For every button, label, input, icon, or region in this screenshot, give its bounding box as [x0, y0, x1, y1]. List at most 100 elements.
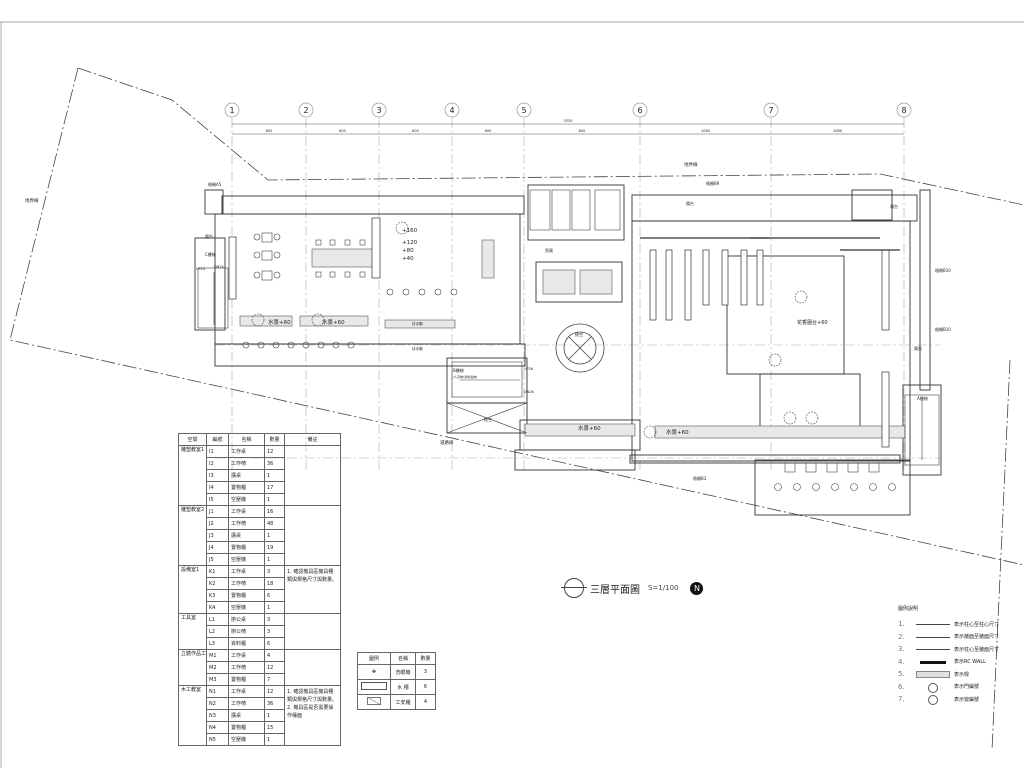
code-cell: M3 [206, 673, 229, 686]
hatched-areas [239, 239, 906, 439]
key-label: 表示牆面至牆面尺寸 [954, 634, 1000, 641]
span-dimension: 600 [485, 129, 492, 133]
name-cell: 辦公桌 [228, 613, 265, 626]
key-title: 圖例說明 [898, 606, 919, 612]
span-dimension: 1080 [701, 129, 710, 133]
code-cell: I2 [206, 457, 229, 470]
key-number: 6. [898, 682, 905, 691]
window-label: 格柵A5 [208, 181, 222, 187]
code-cell: N3 [206, 709, 229, 722]
key-label: 表示樑 [954, 671, 970, 678]
shelf [881, 249, 890, 331]
chair [253, 233, 261, 241]
grid-label: 1 [229, 106, 234, 115]
door-tag-icon [928, 682, 938, 693]
shelf [665, 249, 673, 321]
code-cell: L1 [206, 613, 229, 626]
balcony-label: 陽台 [205, 233, 213, 239]
qty-cell: 1 [264, 601, 285, 614]
code-cell: K1 [206, 565, 229, 578]
grid-bubble [632, 102, 648, 118]
chair [273, 233, 281, 241]
plant-pot [850, 483, 858, 491]
name-cell: 工作桌 [228, 445, 265, 458]
name-cell: 講桌 [228, 469, 265, 482]
key-item: 6.表示門編號 [898, 681, 999, 694]
plan-labels: 格柵A5 格柵B9 格柵B10 格柵B10 格柵B3 陽台 陽台 陽台 陽台 C… [196, 180, 951, 481]
safety-cabinet-icon [367, 697, 381, 705]
grid-bubble [298, 102, 314, 118]
table [261, 232, 273, 243]
legend-name: 工安櫃 [390, 694, 416, 710]
shelf [684, 249, 692, 321]
header-cell: 圖例 [357, 652, 391, 665]
column-pillar [228, 236, 237, 300]
stair-label: B樓梯 [453, 367, 464, 373]
legend-name: 水 槽 [390, 679, 416, 695]
grid-label: 6 [637, 106, 642, 115]
header-cell: 名稱 [390, 652, 416, 665]
toilet-label: 男廁 [545, 247, 553, 253]
name-cell: 置物櫃 [228, 721, 265, 734]
grid-bubble [516, 102, 532, 118]
column-pillar [371, 217, 381, 279]
table [261, 270, 273, 281]
plant-pot [888, 483, 896, 491]
equipment-legend-table: 圖例 名稱 數量 ✥ 洗眼機 3 水 槽 6 工安櫃 4 [357, 652, 436, 710]
grid-bubble [896, 102, 912, 118]
handrail-label: 扶手欄 [412, 321, 423, 326]
qty-cell: 12 [264, 661, 285, 674]
code-cell: K3 [206, 589, 229, 602]
code-cell: J4 [206, 541, 229, 554]
header-cell: 編號 [206, 433, 229, 446]
legend-qty: 3 [415, 664, 436, 680]
stool [315, 271, 322, 278]
space-cell: 木工教室 [178, 685, 207, 746]
eyewash-icon: ✥ [357, 664, 391, 680]
legend-qty: 6 [415, 679, 436, 695]
name-cell: 工作椅 [228, 457, 265, 470]
stool [347, 341, 355, 349]
qty-cell: 48 [264, 517, 285, 530]
stool [868, 462, 880, 473]
stair-label: C樓梯 [205, 251, 216, 257]
qty-cell: 1 [264, 709, 285, 722]
stairs [197, 267, 940, 466]
header-cell: 名稱 [228, 433, 265, 446]
qty-cell: 1 [264, 529, 285, 542]
dim-column-wall-icon [916, 649, 950, 651]
stair-up-label: UP26 [524, 367, 533, 371]
legend-row: 水 槽 6 [357, 679, 436, 695]
name-cell: 工作桌 [228, 565, 265, 578]
tree-planter [794, 290, 808, 304]
shelf [721, 249, 729, 306]
note-cell [284, 445, 341, 506]
name-cell: 置物櫃 [228, 481, 265, 494]
header-cell: 數量 [264, 433, 285, 446]
qty-cell: 36 [264, 697, 285, 710]
name-cell: 工作桌 [228, 505, 265, 518]
drawing-title: 三層平面圖 [590, 584, 640, 596]
overall-dimension: 3330 [564, 119, 573, 123]
span-dimension: 1080 [833, 129, 842, 133]
code-cell: M2 [206, 661, 229, 674]
qty-cell: 1 [264, 733, 285, 746]
header-cell: 備註 [284, 433, 341, 446]
key-item: 5.表示樑 [898, 668, 999, 681]
drawing-scale: S=1/100 [648, 584, 679, 592]
code-cell: J2 [206, 517, 229, 530]
water-feature-label: 水景+60 [666, 428, 689, 436]
balcony-label: 陽台 [914, 345, 922, 351]
name-cell: 講桌 [228, 529, 265, 542]
handrail-label: 扶手欄 [412, 346, 423, 351]
plant-pot [793, 483, 801, 491]
key-item: 3.表示柱心至牆面尺寸 [898, 643, 999, 656]
